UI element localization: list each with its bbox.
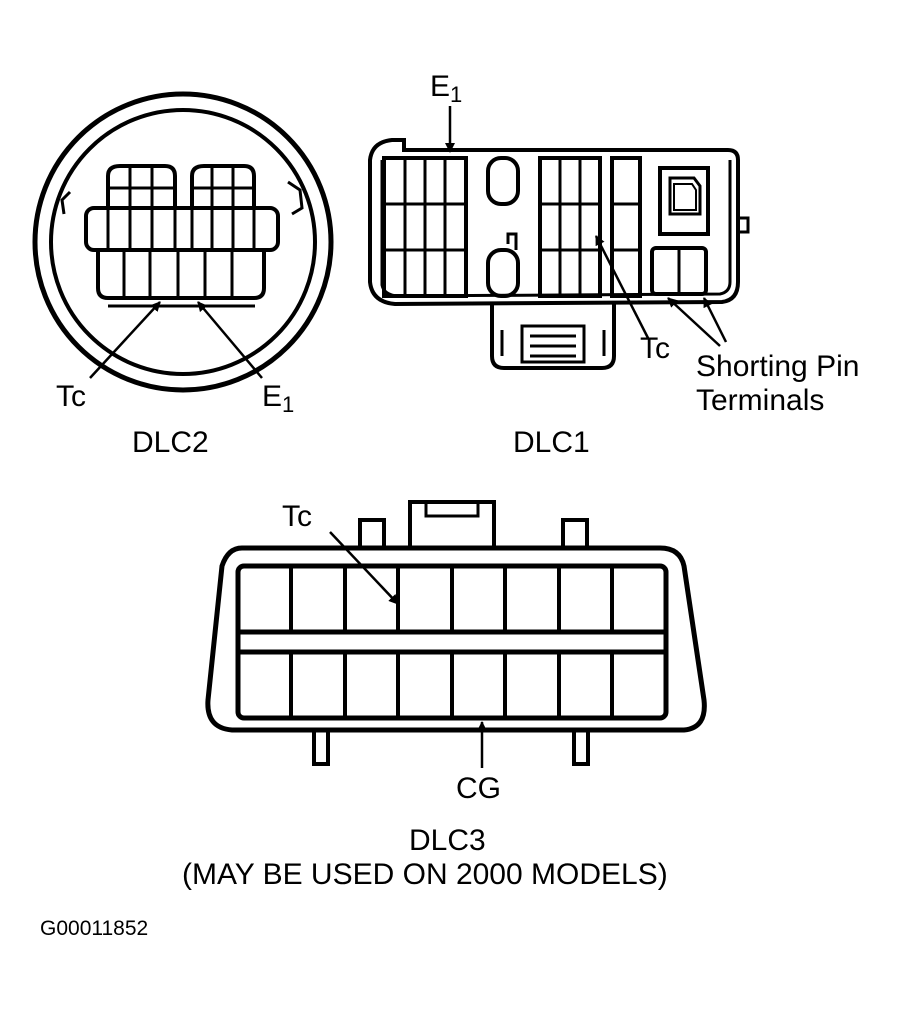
dlc3-note: (MAY BE USED ON 2000 MODELS): [182, 858, 668, 891]
dlc2-tc-label: Tc: [56, 380, 86, 413]
dlc2-e1-main: E: [262, 380, 283, 413]
dlc1-caption: DLC1: [513, 426, 590, 459]
dlc1-shorting-pin-label-line2: Terminals: [696, 384, 825, 417]
figure-id: G00011852: [40, 917, 149, 940]
dlc3-cg-label: CG: [456, 772, 501, 805]
dlc3-caption: DLC3: [409, 824, 486, 857]
dlc2-pointers: [89, 301, 263, 379]
dlc2-caption: DLC2: [132, 426, 209, 459]
dlc1-e1-subscript: 1: [450, 82, 463, 107]
dlc1-e1-label: E1: [430, 70, 462, 106]
dlc3-connector: [205, 500, 707, 766]
dlc1-shorting-pin-label-line1: Shorting Pin: [696, 350, 860, 383]
dlc1-e1-main: E: [430, 70, 451, 103]
dlc1-tc-label: Tc: [640, 332, 670, 365]
dlc1-pointers: [445, 106, 728, 347]
dlc3-pointers: [329, 531, 487, 768]
dlc3-tc-label: Tc: [282, 500, 312, 533]
dlc2-connector: [32, 91, 334, 393]
dlc2-e1-label: E1: [262, 380, 294, 416]
dlc1-connector: [368, 138, 750, 370]
dlc2-e1-subscript: 1: [282, 392, 295, 417]
